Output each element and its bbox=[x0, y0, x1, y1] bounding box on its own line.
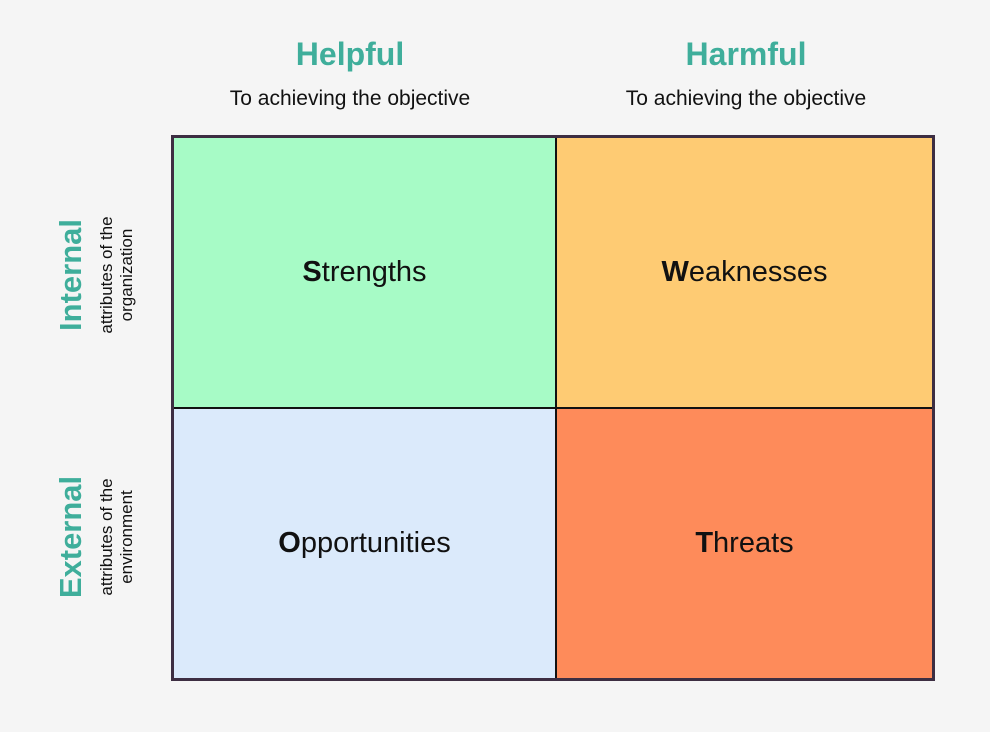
row-subtitle-line1: attributes of the bbox=[97, 478, 116, 596]
row-header-external: External attributes of the environment bbox=[40, 402, 150, 672]
quadrant-initial: T bbox=[695, 527, 714, 559]
row-subtitle-external: attributes of the environment bbox=[97, 478, 137, 595]
quadrant-initial: O bbox=[278, 527, 301, 559]
row-title-external: External bbox=[53, 475, 88, 599]
quadrant-label: eaknesses bbox=[688, 256, 828, 288]
row-subtitle-line2: environment bbox=[117, 490, 136, 584]
row-subtitle-line2: organization bbox=[117, 228, 136, 322]
column-title-harmful: Harmful bbox=[685, 36, 807, 72]
column-header-harmful: Harmful To achieving the objective bbox=[556, 0, 936, 112]
quadrant-label: hreats bbox=[713, 527, 794, 559]
quadrant-label: pportunities bbox=[300, 527, 451, 559]
column-subtitle-helpful: To achieving the objective bbox=[229, 87, 471, 110]
quadrant-initial: S bbox=[302, 256, 322, 288]
quadrant-label: trengths bbox=[321, 256, 427, 288]
column-subtitle-harmful: To achieving the objective bbox=[625, 87, 867, 110]
row-title-internal: Internal bbox=[53, 219, 88, 331]
row-header-internal: Internal attributes of the organization bbox=[40, 140, 150, 410]
quadrant-initial: W bbox=[661, 256, 689, 288]
column-header-helpful: Helpful To achieving the objective bbox=[160, 0, 540, 112]
column-title-helpful: Helpful bbox=[295, 36, 405, 72]
row-subtitle-internal: attributes of the organization bbox=[97, 216, 137, 333]
row-subtitle-line1: attributes of the bbox=[97, 216, 116, 334]
